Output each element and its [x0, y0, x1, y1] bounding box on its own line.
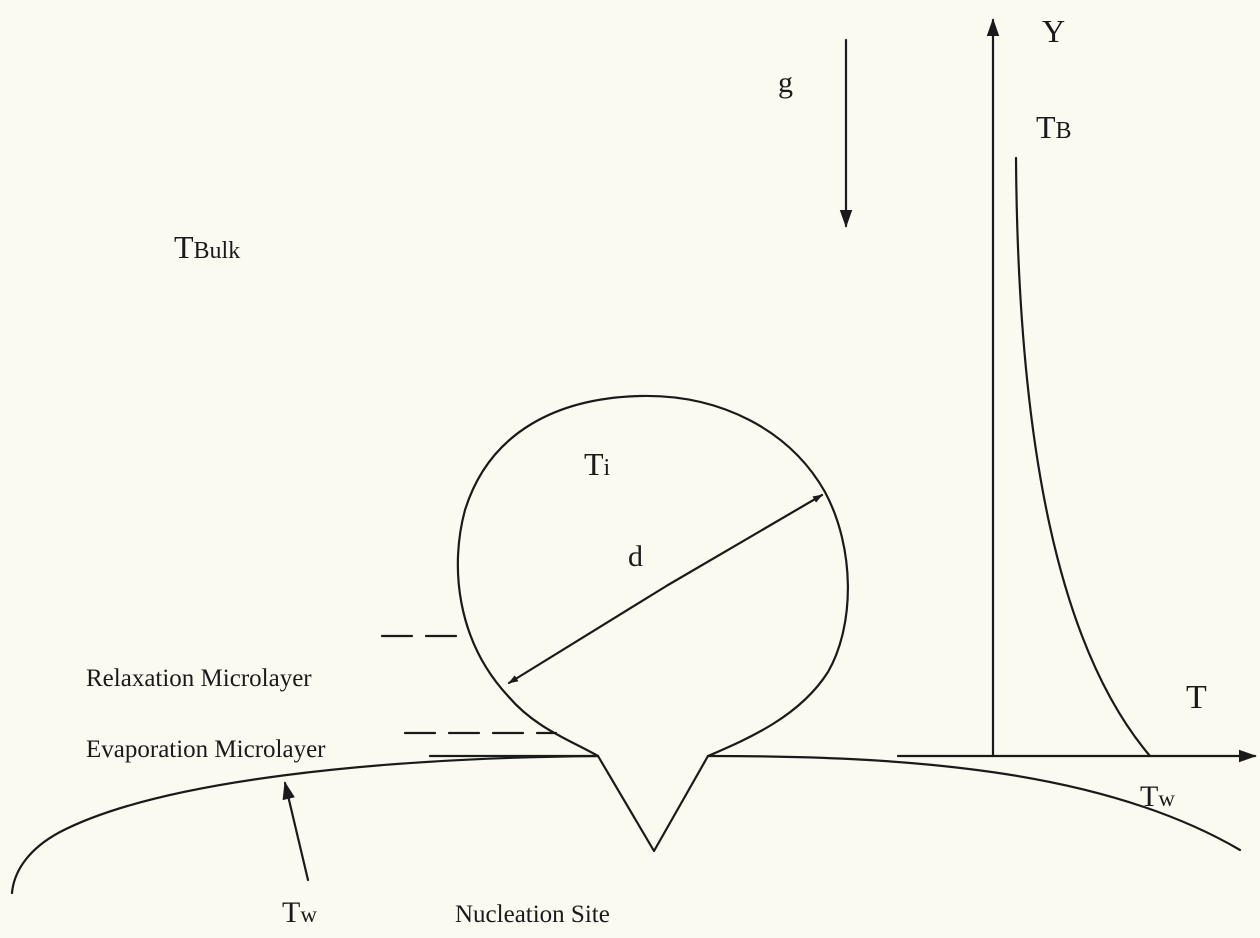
vapor-bubble [456, 394, 849, 758]
interface-temperature-label: Ti [584, 446, 611, 482]
temperature-profile-curve [1014, 156, 1152, 758]
diameter-label: d [628, 540, 643, 573]
evaporation-microlayer-label: Evaporation Microlayer [86, 736, 326, 763]
gravity-label: g [778, 66, 793, 99]
bulk-temperature-curve-label: TB [1036, 109, 1072, 145]
wall-temperature-label: Tw [282, 896, 317, 929]
nucleation-site-label: Nucleation Site [455, 901, 610, 928]
y-axis-label: Y [1042, 13, 1065, 49]
bulk-temperature-label: TBulk [174, 229, 240, 265]
wall-temperature-pointer [282, 781, 310, 882]
t-axis-label: T [1186, 679, 1207, 716]
relaxation-microlayer-label: Relaxation Microlayer [86, 665, 312, 692]
heated-wall-surface-right [706, 754, 1242, 852]
heated-wall-surface-left [10, 754, 600, 895]
wall-temperature-axis-label: Tw [1140, 780, 1175, 813]
diameter-arrow [666, 493, 824, 587]
diameter-arrow-back [507, 583, 670, 685]
nucleation-cavity [596, 754, 710, 853]
